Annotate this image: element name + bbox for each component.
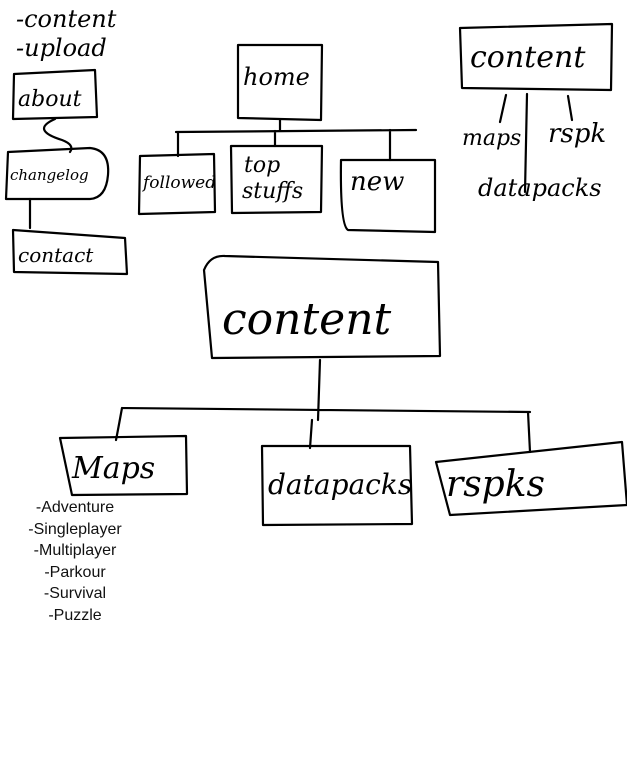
connector bbox=[174, 118, 418, 162]
stuffs-label: stuffs bbox=[242, 179, 303, 204]
changelog-node: changelog bbox=[4, 146, 110, 201]
changelog-label: changelog bbox=[10, 166, 89, 184]
connector bbox=[114, 358, 532, 454]
rspks-big-label: rspks bbox=[446, 464, 545, 505]
maps-small-label: maps bbox=[462, 126, 521, 151]
content-big-node: content bbox=[202, 254, 442, 360]
home-node: home bbox=[236, 43, 324, 122]
content-small-node: content bbox=[458, 22, 614, 92]
new-node: new bbox=[339, 158, 437, 234]
datapacks-node: datapacks bbox=[260, 444, 414, 527]
datapacks-small-label: datapacks bbox=[478, 174, 602, 202]
about-label: about bbox=[18, 87, 82, 112]
top-label: top bbox=[244, 153, 280, 178]
datapacks-big-label: datapacks bbox=[268, 468, 412, 501]
contact-label: contact bbox=[18, 243, 94, 267]
home-label: home bbox=[243, 63, 310, 91]
rspk-small-label: rspk bbox=[548, 119, 606, 149]
connector bbox=[43, 117, 73, 154]
about-node: about bbox=[11, 68, 99, 121]
maps-big-label: Maps bbox=[71, 451, 155, 486]
connector bbox=[498, 92, 574, 194]
content-big-label: content bbox=[222, 294, 392, 345]
maps-node: Maps bbox=[58, 434, 189, 497]
list-item: -Survival bbox=[43, 585, 107, 603]
list-item: -Puzzle bbox=[48, 606, 102, 624]
top-stuffs-node: top stuffs bbox=[229, 144, 324, 215]
followed-node: followed bbox=[137, 152, 216, 216]
contact-node: contact bbox=[11, 228, 129, 276]
new-label: new bbox=[350, 167, 404, 197]
content-small-label: content bbox=[470, 40, 586, 75]
note-content: -content bbox=[16, 5, 117, 33]
list-item: -Multiplayer bbox=[33, 542, 117, 560]
list-item: -Adventure bbox=[35, 499, 115, 516]
list-item: -Singleplayer bbox=[28, 520, 122, 538]
rspks-node: rspks bbox=[434, 440, 627, 517]
note-upload: -upload bbox=[16, 34, 107, 62]
followed-label: followed bbox=[141, 173, 216, 193]
list-item: -Parkour bbox=[44, 563, 106, 581]
maps-category-list: -Adventure -Singleplayer -Multiplayer -P… bbox=[0, 497, 150, 627]
